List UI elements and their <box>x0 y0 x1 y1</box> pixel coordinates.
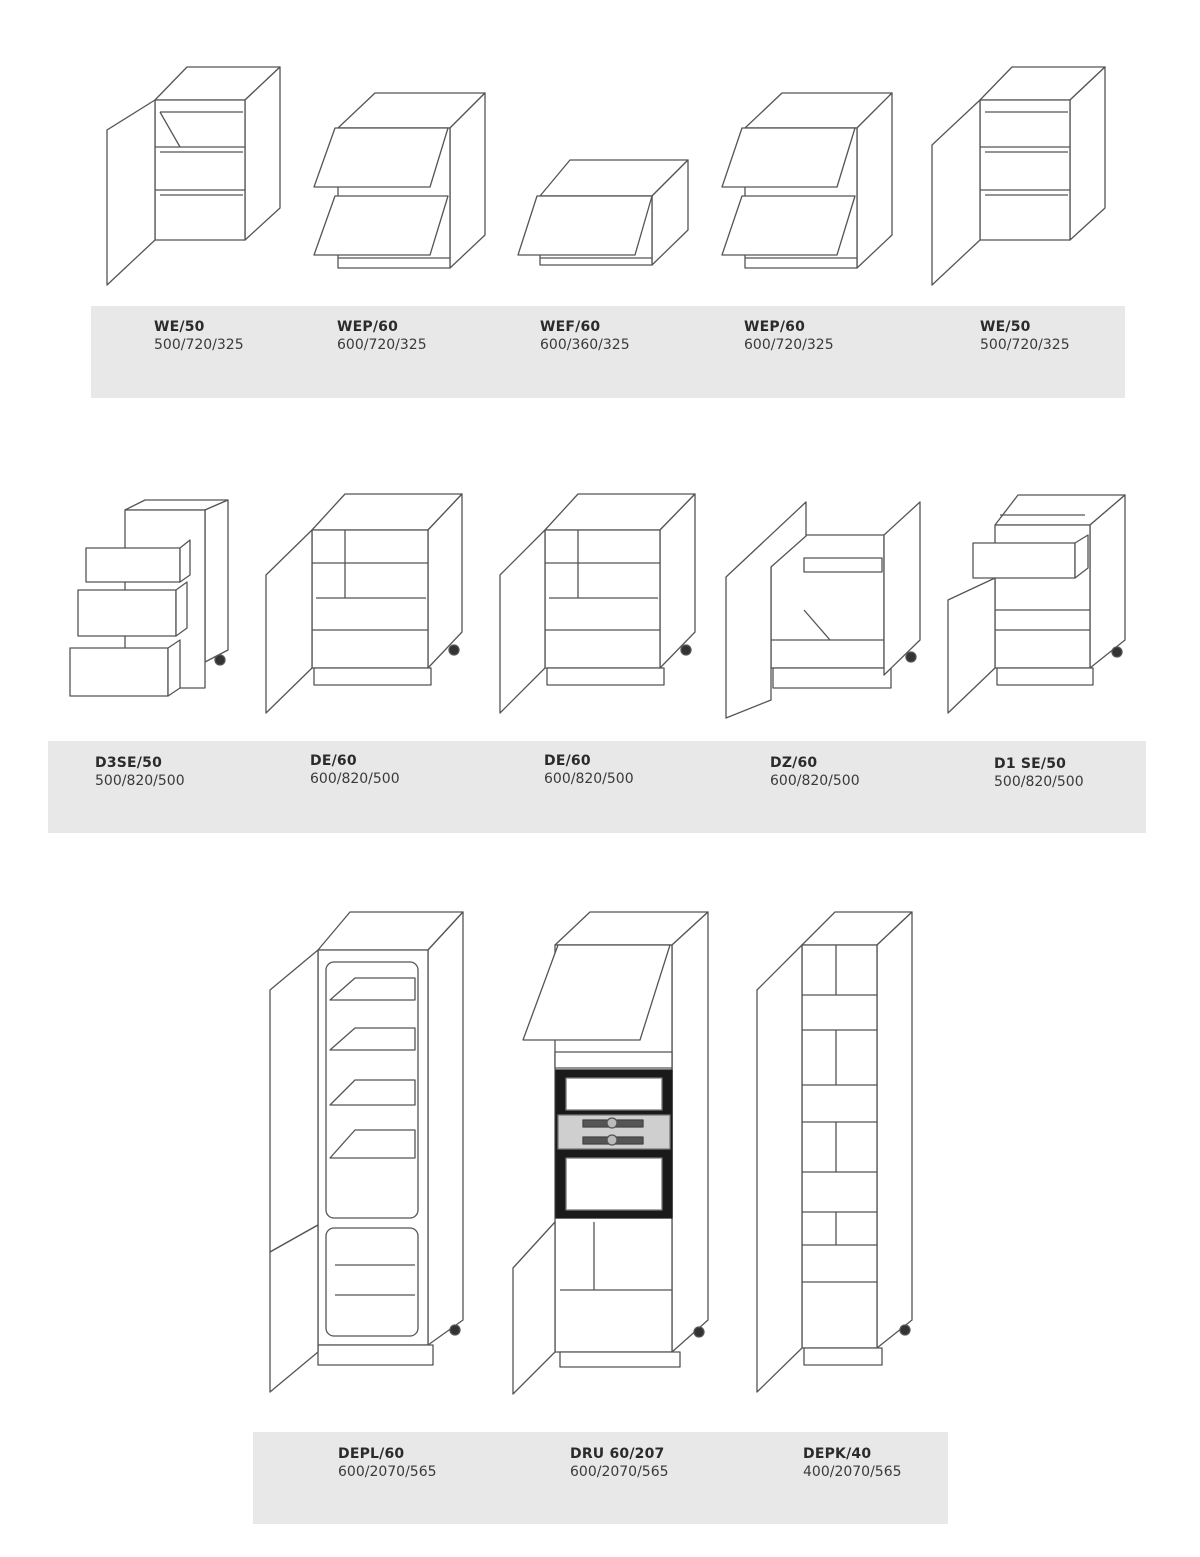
cabinet-depl60 <box>270 912 463 1392</box>
cabinet-de60-a <box>266 494 462 713</box>
product-code: WE/50 <box>154 319 205 335</box>
label-dz60: DZ/60 600/820/500 <box>770 754 860 791</box>
label-we50-right: WE/50 500/720/325 <box>980 318 1070 355</box>
label-depk40: DEPK/40 400/2070/565 <box>803 1445 902 1482</box>
product-code: D1 SE/50 <box>994 756 1067 772</box>
label-panel-base <box>48 741 1146 833</box>
product-code: DEPK/40 <box>803 1446 872 1462</box>
product-dimensions: 600/820/500 <box>310 771 400 787</box>
product-code: WEP/60 <box>744 319 806 335</box>
product-code: DE/60 <box>310 753 357 769</box>
cabinet-wep60-b <box>722 93 892 268</box>
product-dimensions: 600/360/325 <box>540 337 630 353</box>
label-depl60: DEPL/60 600/2070/565 <box>338 1445 437 1482</box>
label-wep60-b: WEP/60 600/720/325 <box>744 318 834 355</box>
cabinet-wef60 <box>518 160 688 265</box>
label-d3se50: D3SE/50 500/820/500 <box>95 754 185 791</box>
product-code: DEPL/60 <box>338 1446 405 1462</box>
label-wef60: WEF/60 600/360/325 <box>540 318 630 355</box>
product-dimensions: 500/720/325 <box>980 337 1070 353</box>
product-code: DE/60 <box>544 753 591 769</box>
label-panel-wall <box>91 306 1125 398</box>
label-panel-tall <box>253 1432 948 1524</box>
product-dimensions: 600/720/325 <box>744 337 834 353</box>
product-code: WEF/60 <box>540 319 601 335</box>
cabinet-we50-left <box>107 67 280 285</box>
label-de60-a: DE/60 600/820/500 <box>310 752 400 789</box>
cabinet-wep60-a <box>314 93 485 268</box>
cabinet-d3se50 <box>70 500 228 696</box>
product-dimensions: 600/2070/565 <box>338 1464 437 1480</box>
cabinet-depk40 <box>757 912 912 1392</box>
label-d1se50: D1 SE/50 500/820/500 <box>994 755 1084 792</box>
product-code: WE/50 <box>980 319 1031 335</box>
product-dimensions: 600/820/500 <box>544 771 634 787</box>
product-dimensions: 400/2070/565 <box>803 1464 902 1480</box>
product-dimensions: 500/720/325 <box>154 337 244 353</box>
label-we50-left: WE/50 500/720/325 <box>154 318 244 355</box>
product-dimensions: 600/720/325 <box>337 337 427 353</box>
product-dimensions: 600/820/500 <box>770 773 860 789</box>
cabinet-d1se50 <box>948 495 1125 713</box>
product-dimensions: 600/2070/565 <box>570 1464 669 1480</box>
product-dimensions: 500/820/500 <box>994 774 1084 790</box>
cabinet-dru60-207 <box>513 912 708 1394</box>
label-wep60-a: WEP/60 600/720/325 <box>337 318 427 355</box>
label-dru60-207: DRU 60/207 600/2070/565 <box>570 1445 669 1482</box>
product-code: DRU 60/207 <box>570 1446 665 1462</box>
cabinet-we50-right <box>932 67 1105 285</box>
product-code: DZ/60 <box>770 755 818 771</box>
product-dimensions: 500/820/500 <box>95 773 185 789</box>
product-code: D3SE/50 <box>95 755 163 771</box>
cabinet-de60-b <box>500 494 695 713</box>
label-de60-b: DE/60 600/820/500 <box>544 752 634 789</box>
cabinet-dz60 <box>726 502 920 718</box>
product-code: WEP/60 <box>337 319 399 335</box>
